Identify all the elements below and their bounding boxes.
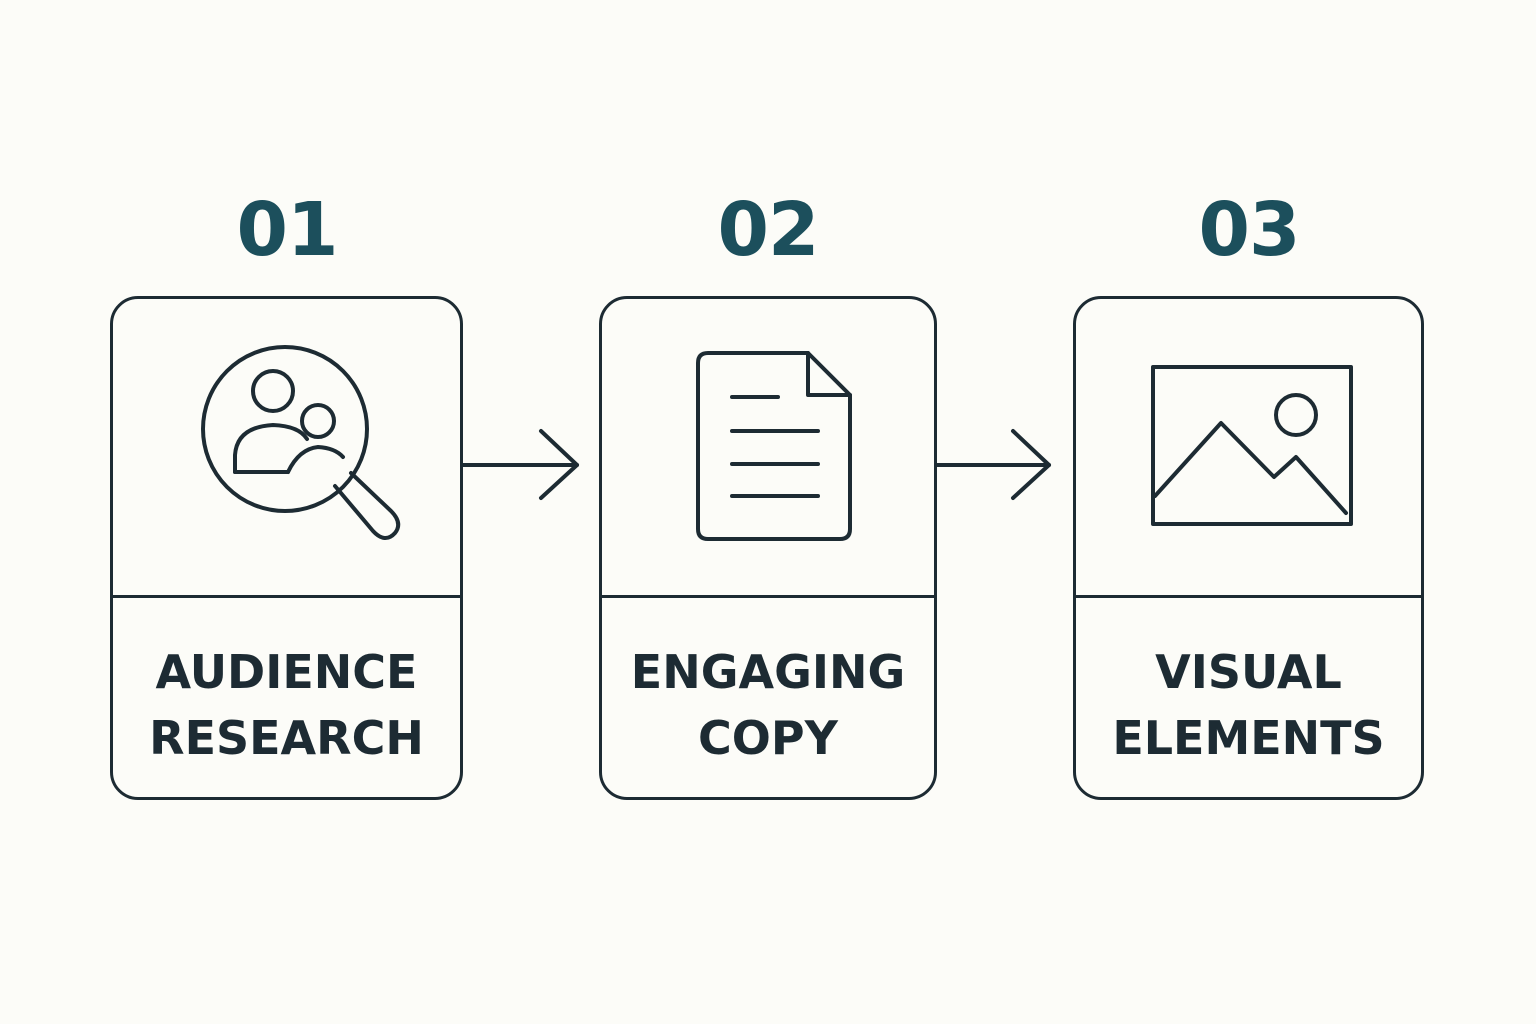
card-icon-area [1076, 299, 1421, 598]
step-number-1: 01 [236, 187, 339, 273]
arrow-right-icon [461, 429, 579, 500]
document-icon [696, 351, 852, 541]
step-card-visual-elements: VISUAL ELEMENTS [1073, 296, 1424, 800]
image-icon [1151, 365, 1353, 526]
step-label-3: VISUAL ELEMENTS [1076, 639, 1421, 771]
step-number-2: 02 [717, 187, 820, 273]
step-label-1: AUDIENCE RESEARCH [113, 639, 460, 771]
card-icon-area [113, 299, 460, 598]
step-label-line-1: VISUAL [1155, 645, 1342, 699]
step-label-line-1: AUDIENCE [155, 645, 418, 699]
card-icon-area [602, 299, 934, 598]
step-label-line-2: RESEARCH [149, 711, 424, 765]
step-label-line-2: COPY [698, 711, 838, 765]
step-label-line-1: ENGAGING [630, 645, 906, 699]
step-card-audience-research: AUDIENCE RESEARCH [110, 296, 463, 800]
step-label-line-2: ELEMENTS [1112, 711, 1385, 765]
step-number-3: 03 [1198, 187, 1301, 273]
audience-search-icon [201, 345, 401, 540]
step-card-engaging-copy: ENGAGING COPY [599, 296, 937, 800]
arrow-right-icon [935, 429, 1051, 500]
step-label-2: ENGAGING COPY [602, 639, 934, 771]
